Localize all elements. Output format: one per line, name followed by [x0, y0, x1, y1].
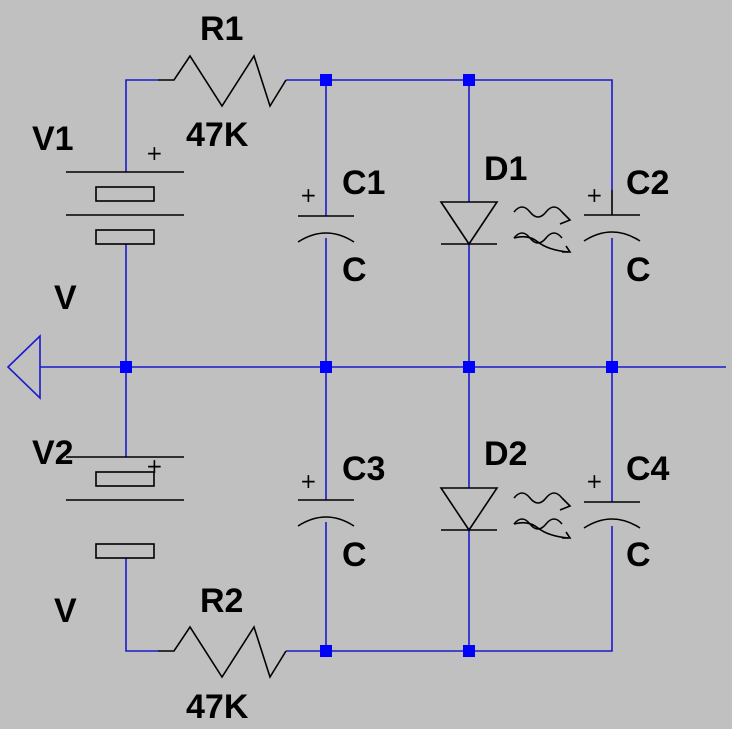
c3-symbol: [297, 499, 355, 527]
c4-symbol: [583, 501, 641, 529]
junction-dot: [463, 361, 475, 373]
wire-top-left: [125, 79, 158, 172]
v2-symbol: [66, 456, 184, 559]
c2-plus: +: [586, 183, 603, 207]
d2-name: D2: [484, 435, 527, 473]
c4-plus: +: [586, 469, 603, 493]
r2-value: 47K: [186, 688, 249, 726]
v2-value: V: [54, 592, 77, 630]
junction-dot: [606, 361, 618, 373]
r2-name: R2: [200, 582, 243, 620]
wires: [40, 79, 726, 652]
c2-symbol: [583, 190, 641, 242]
r1-symbol: [158, 54, 287, 108]
junction-dot: [320, 645, 332, 657]
wire-bottom-rail: [286, 526, 613, 652]
wire-top-rail: [286, 79, 613, 190]
c1-symbol: [297, 215, 355, 243]
junction-dot: [463, 74, 475, 86]
junction-dot: [320, 74, 332, 86]
d1-symbol: [439, 201, 499, 246]
d1-name: D1: [484, 150, 527, 188]
c1-name: C1: [342, 164, 385, 202]
c1-value: C: [342, 251, 367, 289]
c3-value: C: [342, 536, 367, 574]
c1-plus: +: [300, 183, 317, 207]
c3-name: C3: [342, 450, 385, 488]
r1-name: R1: [200, 10, 243, 48]
junctions: [120, 74, 618, 657]
v1-name: V1: [32, 120, 74, 158]
v1-value: V: [54, 279, 77, 317]
c3-plus: +: [300, 469, 317, 493]
c4-name: C4: [626, 450, 670, 488]
v2-plus: +: [146, 454, 163, 478]
junction-dot: [320, 361, 332, 373]
c4-value: C: [626, 536, 651, 574]
junction-dot: [120, 361, 132, 373]
d1-light-icon: [513, 206, 572, 253]
d2-light-icon: [513, 492, 572, 539]
v1-plus: +: [146, 141, 163, 165]
wire-bottom-left: [125, 558, 158, 652]
r2-symbol: [158, 625, 287, 679]
junction-dot: [463, 645, 475, 657]
c2-name: C2: [626, 164, 669, 202]
v1-symbol: [66, 171, 184, 245]
d2-symbol: [439, 487, 499, 532]
v2-name: V2: [32, 434, 74, 472]
r1-value: 47K: [186, 116, 249, 154]
ground-flag-icon: [6, 334, 41, 400]
c2-value: C: [626, 251, 651, 289]
